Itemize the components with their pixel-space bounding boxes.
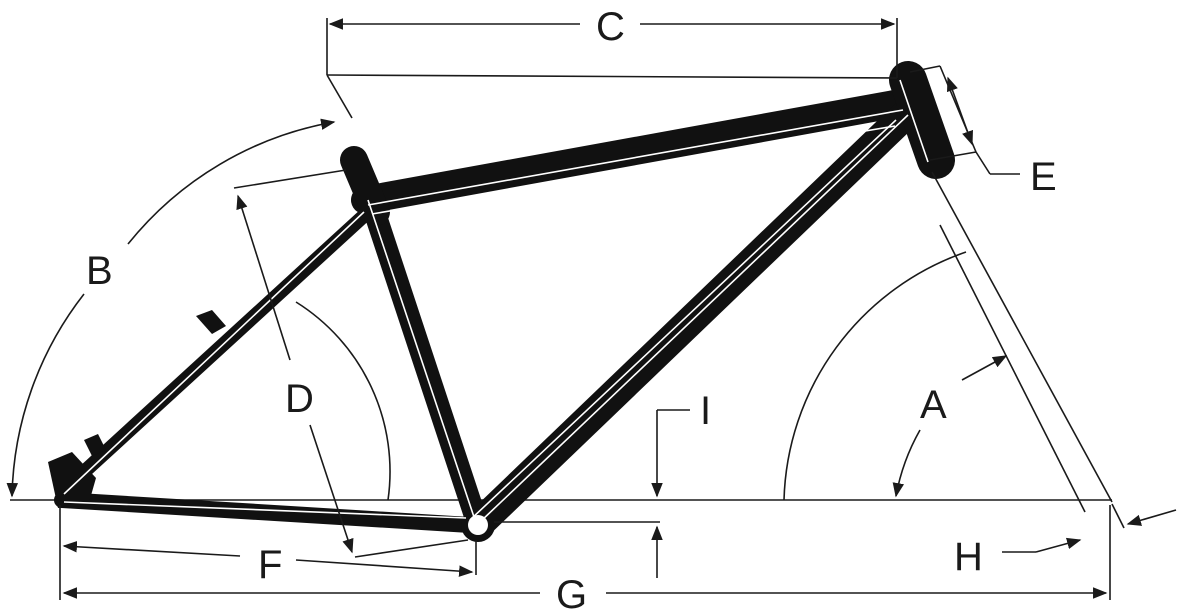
dimension-a — [783, 171, 1113, 513]
label-g: G — [556, 573, 587, 611]
dimension-i — [494, 409, 690, 578]
dimension-h — [1002, 503, 1177, 553]
frame-centerlines — [63, 79, 929, 523]
cable-boss-lower — [84, 434, 106, 456]
cable-boss-upper — [196, 310, 226, 334]
dimension-f — [59, 505, 477, 577]
label-h: H — [954, 535, 983, 579]
rear-dropout — [48, 452, 96, 508]
label-e: E — [1030, 155, 1057, 199]
seat-collar — [340, 146, 390, 226]
head-tube — [889, 61, 955, 179]
label-b: B — [86, 249, 113, 293]
seat-tube — [349, 157, 489, 536]
bike-frame — [48, 61, 955, 542]
dimension-e — [909, 65, 1020, 175]
dimension-g — [59, 505, 1111, 600]
dimension-b — [6, 118, 336, 498]
dimension-c — [326, 18, 898, 119]
label-f: F — [258, 543, 282, 587]
label-a: A — [920, 383, 947, 427]
label-d: D — [285, 377, 314, 421]
dimension-d — [233, 169, 469, 558]
seat-tube-angle-arc — [295, 301, 391, 501]
top-tube — [351, 89, 914, 214]
label-i: I — [700, 389, 711, 433]
label-c: C — [596, 5, 625, 49]
